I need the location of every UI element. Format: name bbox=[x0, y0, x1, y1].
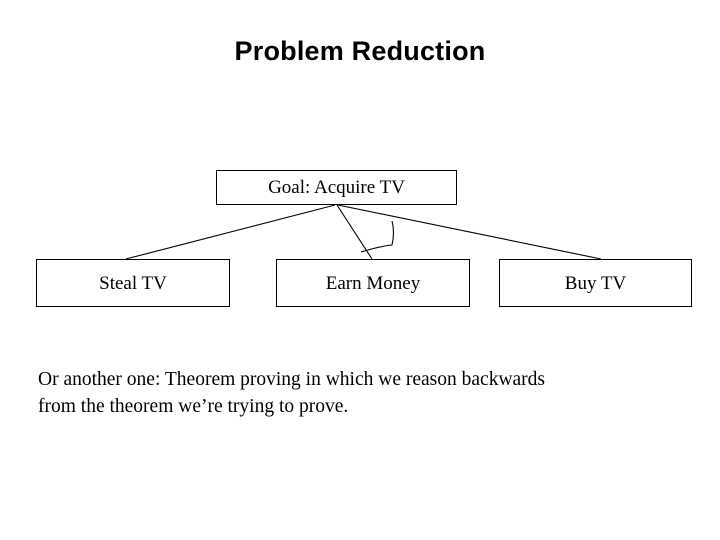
and-arc-icon bbox=[360, 220, 395, 253]
node-steal-tv-label: Steal TV bbox=[99, 272, 167, 294]
node-earn-money[interactable]: Earn Money bbox=[276, 259, 470, 307]
edge-goal-to-steal-tv bbox=[125, 204, 336, 260]
node-earn-money-label: Earn Money bbox=[325, 272, 421, 294]
body-paragraph-line-1: Or another one: Theorem proving in which… bbox=[38, 369, 546, 390]
node-buy-tv-label: Buy TV bbox=[564, 272, 627, 294]
body-paragraph-line-2: from the theorem we’re trying to prove. bbox=[38, 396, 349, 417]
body-paragraph: Or another one: Theorem proving in which… bbox=[38, 366, 688, 420]
page-title: Problem Reduction bbox=[234, 36, 486, 66]
node-buy-tv[interactable]: Buy TV bbox=[499, 259, 692, 307]
node-goal-acquire-tv[interactable]: Goal: Acquire TV bbox=[216, 170, 457, 205]
node-goal-label: Goal: Acquire TV bbox=[268, 177, 405, 198]
node-steal-tv[interactable]: Steal TV bbox=[36, 259, 230, 307]
edge-goal-to-earn-money bbox=[336, 204, 373, 260]
edge-goal-to-buy-tv bbox=[337, 204, 602, 260]
